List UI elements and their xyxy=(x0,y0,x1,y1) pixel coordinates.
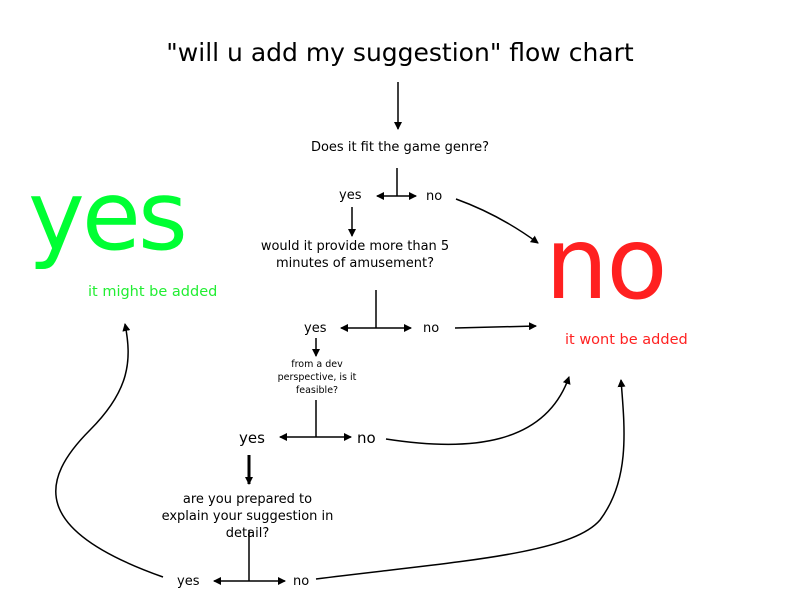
arrow-q1-no-to-no xyxy=(455,198,539,244)
outcome-no-subtitle: it wont be added xyxy=(565,332,688,348)
arrow-q4-no-to-no xyxy=(315,379,626,580)
q2-yes-label: yes xyxy=(304,321,327,336)
q2-no-label: no xyxy=(423,321,440,336)
q3-no-label: no xyxy=(357,429,376,447)
q1-yes-label: yes xyxy=(339,188,362,203)
outcome-yes-label: yes xyxy=(28,160,188,272)
question-explain: are you prepared to explain your suggest… xyxy=(161,492,334,541)
question-feasible: from a dev perspective, is it feasible? xyxy=(277,359,357,396)
outcome-yes-subtitle: it might be added xyxy=(88,284,218,300)
q1-no-label: no xyxy=(426,189,443,204)
arrow-q2-no-to-no xyxy=(454,322,537,331)
question-amusement: would it provide more than 5 minutes of … xyxy=(260,239,450,271)
question-genre: Does it fit the game genre? xyxy=(310,140,490,155)
q4-yes-label: yes xyxy=(177,574,200,589)
arrow-q3-no-to-no xyxy=(385,376,571,446)
chart-title: "will u add my suggestion" flow chart xyxy=(166,38,634,67)
outcome-no-label: no xyxy=(545,205,668,322)
q4-no-label: no xyxy=(293,574,310,589)
q3-yes-label: yes xyxy=(239,429,265,447)
arrow-q4-yes-to-yes xyxy=(55,323,164,578)
